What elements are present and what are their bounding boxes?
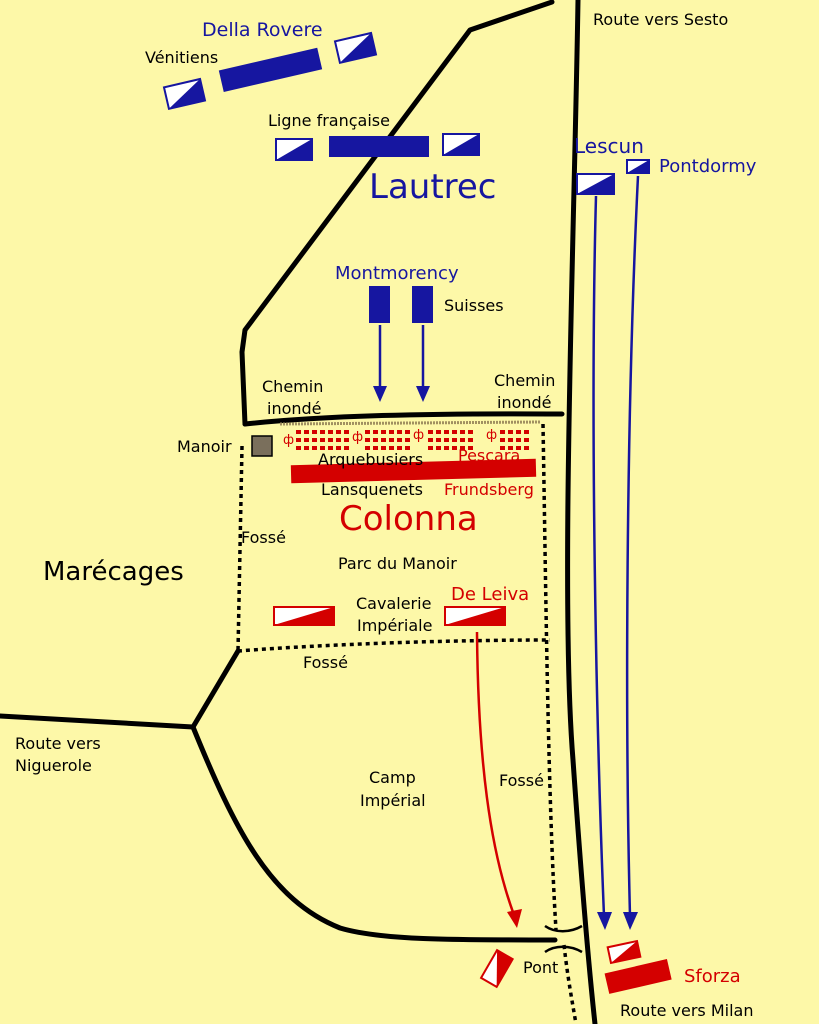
label-route-sesto: Route vers Sesto: [593, 10, 728, 29]
french-units: [162, 31, 650, 323]
sforza-cavalry: [606, 939, 642, 965]
arquebusiers-formation: ф ф ф ф: [283, 428, 529, 450]
svg-text:ф: ф: [486, 428, 497, 443]
road-niguerole: [0, 713, 196, 730]
label-parc-du-manoir: Parc du Manoir: [338, 554, 457, 573]
label-route-milan: Route vers Milan: [620, 1001, 753, 1020]
label-manoir: Manoir: [177, 437, 232, 456]
label-marecages: Marécages: [43, 557, 184, 587]
imperial-cavalry-bridge: [479, 948, 515, 989]
svg-text:ф: ф: [283, 433, 294, 448]
label-fosse-west: Fossé: [241, 528, 286, 547]
label-ligne-francaise: Ligne française: [268, 111, 390, 130]
cavalry-pontdormy: [626, 159, 650, 174]
label-fosse-east: Fossé: [499, 771, 544, 790]
label-colonna: Colonna: [339, 499, 478, 539]
label-arquebusiers: Arquebusiers: [318, 450, 423, 469]
label-chemin-inonde-right-1: Chemin: [494, 371, 555, 390]
map-labels: Route vers Sesto Della Rovere Vénitiens …: [15, 10, 757, 1020]
palisade: [279, 420, 541, 426]
road-camp-curve: [190, 724, 558, 943]
label-cavalerie-1: Cavalerie: [356, 594, 431, 613]
label-chemin-inonde-left-2: inondé: [267, 399, 322, 418]
label-de-leiva: De Leiva: [451, 584, 529, 605]
label-chemin-inonde-right-2: inondé: [497, 393, 552, 412]
infantry-swiss-1: [369, 286, 390, 323]
landsknechts-line: [290, 458, 537, 484]
label-pont: Pont: [523, 958, 558, 977]
label-sforza: Sforza: [684, 966, 741, 987]
svg-text:ф: ф: [413, 428, 424, 443]
infantry-french-line: [329, 136, 429, 157]
label-lescun: Lescun: [574, 134, 644, 158]
label-route-niguerole-2: Niguerole: [15, 756, 92, 775]
ditch-bottom: [562, 944, 578, 1024]
svg-text:ф: ф: [352, 430, 363, 445]
label-pescara: Pescara: [458, 446, 520, 465]
cavalry-french-line-right: [442, 133, 480, 156]
label-montmorency: Montmorency: [335, 263, 459, 284]
label-fosse-south: Fossé: [303, 653, 348, 672]
road-sesto-milan: [565, 0, 598, 1024]
label-route-niguerole-1: Route vers: [15, 734, 101, 753]
label-chemin-inonde-left-1: Chemin: [262, 377, 323, 396]
ditch-east: [541, 423, 558, 931]
arrow-de-leiva: [475, 631, 516, 916]
label-lansquenets: Lansquenets: [321, 480, 423, 499]
sforza-infantry: [604, 959, 672, 994]
cavalry-venetian-left: [162, 77, 207, 110]
movement-arrows: [373, 175, 640, 930]
imperial-cavalry-de-leiva: [444, 606, 506, 626]
label-venitiens: Vénitiens: [145, 48, 218, 67]
manor-building: [251, 435, 273, 457]
road-southwest: [190, 648, 241, 730]
roads: [0, 0, 598, 1024]
imperial-cavalry-left: [273, 606, 335, 626]
bridge: [544, 924, 583, 954]
label-frundsberg: Frundsberg: [444, 480, 534, 499]
cavalry-french-line-left: [275, 138, 313, 161]
infantry-swiss-2: [412, 286, 433, 323]
label-cavalerie-2: Impériale: [357, 616, 432, 635]
infantry-venetian: [218, 47, 323, 92]
label-suisses: Suisses: [444, 296, 504, 315]
cavalry-venetian-right: [333, 31, 378, 64]
label-camp-2: Impérial: [360, 791, 426, 810]
label-camp-1: Camp: [369, 768, 416, 787]
sunken-road-north: [242, 411, 565, 427]
ditches: [236, 423, 578, 1024]
label-pontdormy: Pontdormy: [659, 156, 757, 177]
ditch-west: [236, 445, 244, 652]
arrow-pontdormy: [625, 175, 640, 917]
ditch-south: [237, 638, 551, 653]
label-della-rovere: Della Rovere: [202, 19, 323, 41]
road-west-diagonal: [239, 0, 555, 427]
arrow-lescun: [592, 195, 606, 917]
label-lautrec: Lautrec: [369, 167, 497, 207]
imperial-units: ф ф ф ф: [251, 420, 672, 994]
cavalry-lescun: [576, 173, 615, 195]
